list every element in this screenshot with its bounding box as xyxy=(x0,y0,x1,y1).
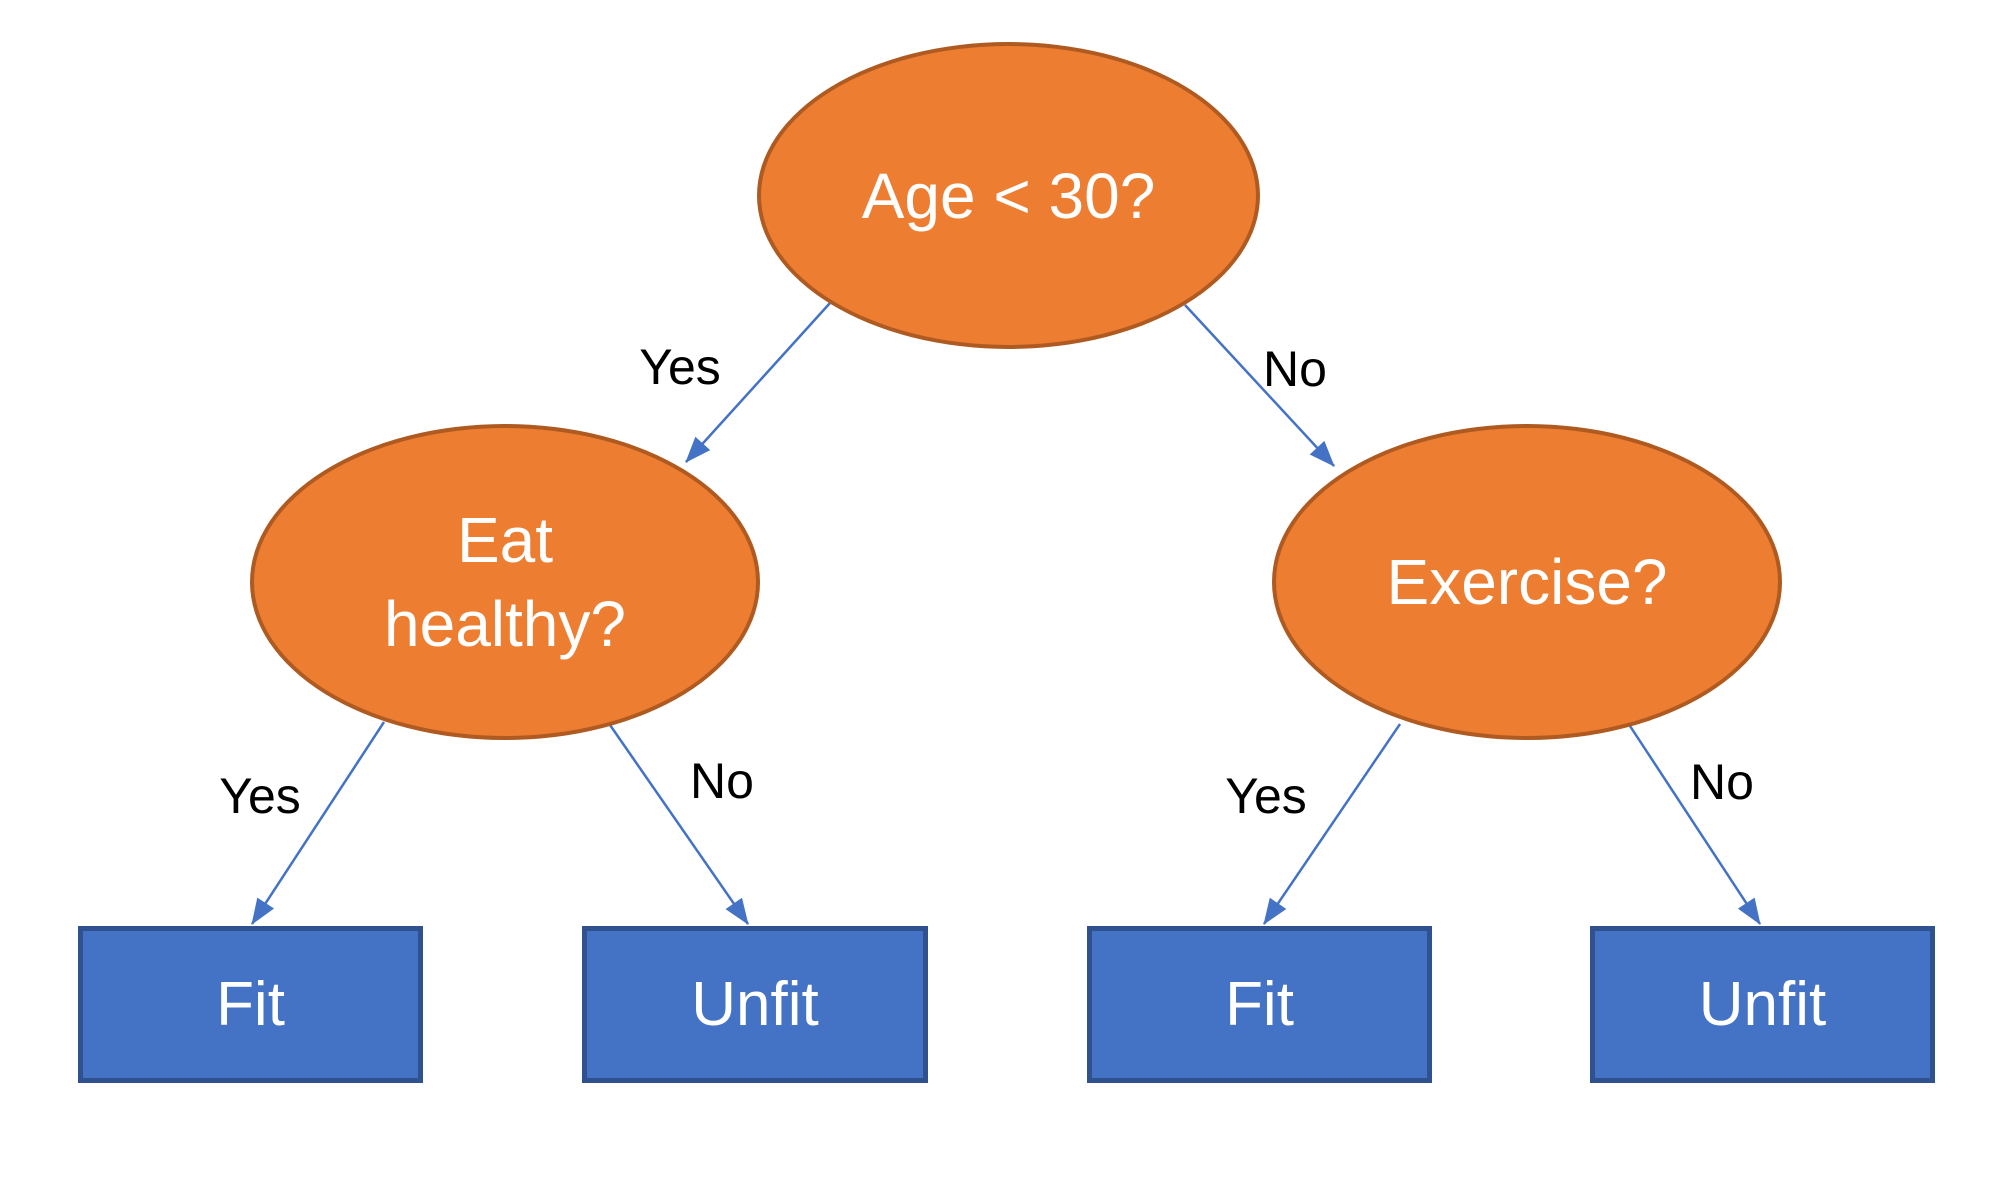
edge-label-root-yes: Yes xyxy=(639,339,721,395)
edge-label-left-no: No xyxy=(690,753,754,809)
edge-eat-healthy-to-unfit xyxy=(608,724,750,925)
eat-healthy-line-1: Eat xyxy=(456,504,554,576)
edge-root-to-exercise xyxy=(1184,304,1335,467)
edge-label-root-no: No xyxy=(1263,341,1327,397)
leaf-node-unfit-right-label: Unfit xyxy=(1698,970,1827,1039)
edge-root-to-eat-healthy xyxy=(685,302,831,463)
decision-node-age-label: Age < 30? xyxy=(861,159,1156,232)
edge-label-left-yes: Yes xyxy=(219,768,301,824)
edge-label-right-yes: Yes xyxy=(1225,768,1307,824)
leaf-node-unfit-right: Unfit xyxy=(1590,926,1935,1083)
edge-eat-healthy-to-fit xyxy=(250,721,386,925)
leaf-node-fit-left-label: Fit xyxy=(216,970,285,1039)
eat-healthy-line-2: healthy? xyxy=(384,588,626,660)
leaf-node-fit-left: Fit xyxy=(78,926,423,1083)
leaf-node-unfit-left-label: Unfit xyxy=(691,970,819,1039)
leaf-node-unfit-left: Unfit xyxy=(582,926,928,1083)
edge-exercise-to-fit xyxy=(1262,723,1402,925)
decision-node-eat-healthy-label: Eat healthy? xyxy=(384,498,626,666)
leaf-node-fit-right: Fit xyxy=(1087,926,1432,1083)
edge-label-right-no: No xyxy=(1690,754,1754,810)
edge-exercise-to-unfit xyxy=(1628,725,1762,925)
decision-node-exercise: Exercise? xyxy=(1272,424,1782,740)
decision-node-age: Age < 30? xyxy=(757,42,1260,349)
decision-node-exercise-label: Exercise? xyxy=(1386,546,1668,618)
leaf-node-fit-right-label: Fit xyxy=(1225,970,1294,1039)
decision-node-eat-healthy: Eat healthy? xyxy=(250,424,760,740)
